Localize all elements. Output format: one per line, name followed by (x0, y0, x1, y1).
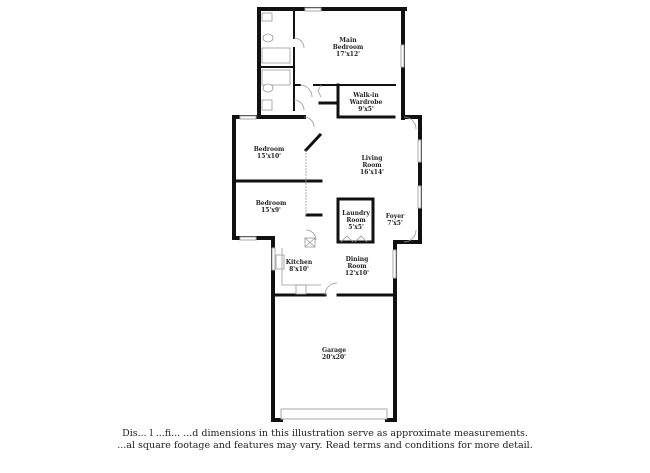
room-dimensions: 17'x12' (336, 51, 360, 58)
room-name: Bedroom (253, 146, 285, 153)
room-name: Kitchen (285, 259, 313, 266)
room-name: Dining (345, 256, 369, 263)
room-name: Living (361, 155, 383, 162)
room-name: Room (346, 217, 366, 224)
room-dimensions: 20'x20' (322, 354, 346, 361)
room-name: Laundry (342, 210, 370, 217)
sink-icon (275, 254, 285, 270)
room-name: Room (362, 162, 382, 169)
room-dimensions: 15'x10' (257, 153, 281, 160)
room-dimensions: 16'x14' (360, 169, 384, 176)
disclaimer-line-1: Dis... l ...fi... ...d dimensions in thi… (122, 428, 528, 439)
room-dimensions: 5'x5' (348, 224, 364, 231)
room-label-laundry-room: Laundry Room 5'x5' (342, 210, 370, 231)
disclaimer: Dis... l ...fi... ...d dimensions in thi… (0, 428, 650, 452)
room-name: Room (347, 263, 367, 270)
room-label-bedroom-2: Bedroom 15'x9' (256, 200, 287, 214)
room-dimensions: 12'x10' (345, 270, 369, 277)
room-label-foyer: Foyer 7'x5' (386, 213, 404, 227)
room-dimensions: 9'x5' (358, 106, 374, 113)
room-name: Wardrobe (349, 99, 383, 106)
room-dimensions: 8'x10' (289, 266, 309, 273)
disclaimer-line-2: ...al square footage and features may va… (117, 440, 533, 451)
room-dimensions: 7'x5' (387, 220, 403, 227)
room-name: Foyer (385, 213, 405, 220)
room-name: Walk-in (353, 92, 379, 99)
sink-icon (261, 12, 273, 22)
stove-icon (295, 284, 307, 295)
room-dimensions: 15'x9' (261, 207, 281, 214)
room-name: Bedroom (332, 44, 364, 51)
window (304, 7, 322, 12)
room-name: Bedroom (255, 200, 287, 207)
room-label-garage: Garage 20'x20' (322, 347, 346, 361)
room-label-kitchen: Kitchen 8'x10' (286, 259, 312, 273)
room-label-bedroom-1: Bedroom 15'x10' (254, 146, 285, 160)
room-label-dining-room: Dining Room 12'x10' (345, 256, 369, 277)
room-name: Main (339, 37, 357, 44)
room-label-walkin-wardrobe: Walk-in Wardrobe 9'x5' (350, 92, 383, 113)
bathtub-icon (261, 47, 291, 64)
room-label-living-room: Living Room 16'x14' (360, 155, 384, 176)
room-name: Garage (321, 347, 347, 354)
toilet-icon (262, 33, 274, 43)
room-label-main-bedroom: Main Bedroom 17'x12' (333, 37, 364, 58)
